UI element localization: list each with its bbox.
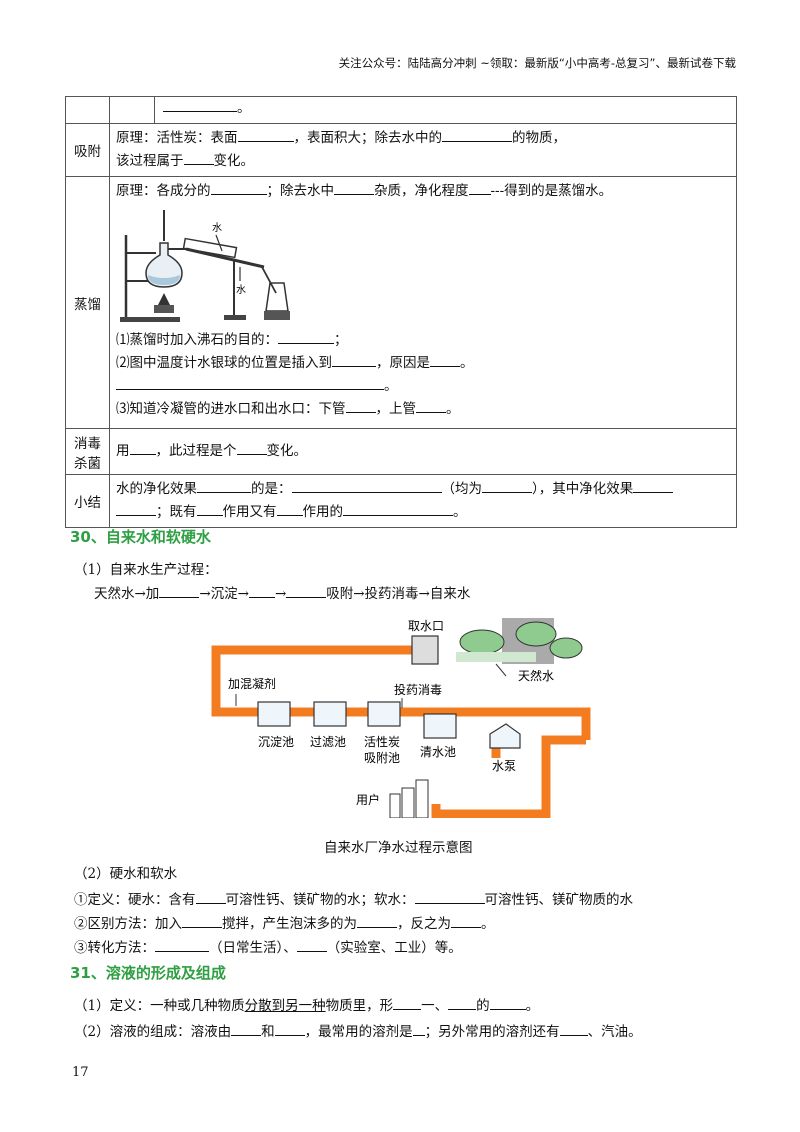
row-label: 消毒杀菌 [65,428,110,475]
blank[interactable] [412,1021,425,1036]
water-inlet-label: 水 [236,284,246,296]
blank[interactable] [278,329,334,344]
blank[interactable] [559,1021,588,1036]
blank[interactable] [210,180,267,195]
blank[interactable] [182,913,222,928]
purification-table: 。 吸附 原理：活性炭：表面，表面积大；除去水中的的物质， 该过程属于变化。 蒸… [65,96,737,528]
blank[interactable] [416,398,446,413]
blank[interactable] [195,889,226,904]
row-label: 吸附 [65,123,110,177]
water-outlet-label: 水 [212,222,222,234]
solution-composition-line: （2）溶液的组成：溶液由和，最常用的溶剂是；另外常用的溶剂还有、汽油。 [74,1020,642,1040]
row-content: 原理：各成分的；除去水中杂质，净化程度---得到的是蒸馏水。 水 水 [109,176,737,429]
blank[interactable] [129,440,156,455]
blank[interactable] [116,375,384,390]
coagulant-label: 加混凝剂 [228,676,276,691]
natural-water-label: 天然水 [518,668,554,683]
sediment-tank [257,701,291,727]
intake-box [411,635,439,665]
blank[interactable] [237,127,294,142]
blank[interactable] [451,913,481,928]
page-header: 关注公众号：陆陆高分冲刺 ~领取：最新版“小中高考-总复习”、最新试卷下载 [338,56,736,70]
blank[interactable] [274,1021,305,1036]
blank[interactable] [357,913,397,928]
blank[interactable] [430,352,460,367]
row-content: 。 [109,96,737,124]
blank[interactable] [276,501,303,516]
blank[interactable] [196,501,223,516]
blank[interactable] [489,995,526,1010]
row-label: 小结 [65,474,110,528]
section-title-30: 30、自来水和软硬水 [70,528,211,546]
blank[interactable] [163,97,237,112]
intake-label: 取水口 [408,619,444,633]
blank[interactable] [197,478,251,493]
page-number: 17 [72,1065,89,1080]
blank[interactable] [482,478,532,493]
blank[interactable] [393,995,422,1010]
blank[interactable] [442,127,512,142]
blank[interactable] [334,180,374,195]
carbon-label-1: 活性炭 [364,735,400,749]
blank[interactable] [159,583,200,598]
blank[interactable] [231,1021,262,1036]
pump-house [489,723,521,749]
clear-tank [423,713,457,739]
blank[interactable] [248,583,275,598]
blank[interactable] [183,150,214,165]
blank[interactable] [116,501,156,516]
row-content: 水的净化效果的是：（均为），其中净化效果 ；既有作用又有作用的。 [109,474,737,528]
sediment-label: 沉淀池 [258,735,294,749]
table-row: 。 [65,96,737,124]
subheading: （1）自来水生产过程： [74,562,218,578]
blank[interactable] [448,995,477,1010]
blank[interactable] [291,478,442,493]
conversion-line: ③转化方法：（日常生活）、（实验室、工业）等。 [74,936,462,956]
blank[interactable] [468,180,491,195]
blank[interactable] [296,937,327,952]
user-label: 用户 [356,792,380,807]
definition-line: ①定义：硬水：含有可溶性钙、镁矿物的水；软水：可溶性钙、镁矿物质的水 [74,888,633,908]
table-row-disinfect: 消毒杀菌 用，此过程是个变化。 [65,428,737,475]
carbon-label-2: 吸附池 [364,751,400,765]
row-label-empty [65,96,110,124]
blank[interactable] [343,501,453,516]
table-row-summary: 小结 水的净化效果的是：（均为），其中净化效果 ；既有作用又有作用的。 [65,474,737,528]
row-label: 蒸馏 [65,176,110,429]
blank[interactable] [345,398,376,413]
distinguish-line: ②区别方法：加入搅拌，产生泡沫多的为，反之为。 [74,912,495,932]
process-flow-line: 天然水→加→沉淀→→吸附→投药消毒→自来水 [94,582,470,602]
disinfect-label: 投药消毒 [394,682,442,697]
solution-definition-line: （1）定义：一种或几种物质分散到另一种物质里，形一、的。 [74,994,539,1014]
clear-label: 清水池 [420,745,456,759]
blank[interactable] [236,440,267,455]
blank[interactable] [414,889,485,904]
blank[interactable] [286,583,327,598]
blank[interactable] [332,352,376,367]
row-content: 用，此过程是个变化。 [109,428,737,475]
diagram-caption: 自来水厂净水过程示意图 [324,840,473,856]
water-treatment-diagram: 取水口 天然水 加混凝剂 投药消毒 沉淀池 过滤池 活性炭 吸附池 清水池 水泵… [211,618,591,818]
carbon-tank [367,701,401,727]
distillation-apparatus-illustration: 水 水 [120,210,290,322]
blank[interactable] [633,478,674,493]
table-row-adsorb: 吸附 原理：活性炭：表面，表面积大；除去水中的的物质， 该过程属于变化。 [65,123,737,177]
row-content: 原理：活性炭：表面，表面积大；除去水中的的物质， 该过程属于变化。 [109,123,737,177]
section-title-31: 31、溶液的形成及组成 [70,964,226,982]
table-row-distill: 蒸馏 原理：各成分的；除去水中杂质，净化程度---得到的是蒸馏水。 水 水 [65,176,737,429]
filter-label: 过滤池 [310,735,346,749]
subheading: （2）硬水和软水 [74,866,178,882]
pump-label: 水泵 [492,759,516,773]
filter-tank [313,701,347,727]
blank[interactable] [155,937,209,952]
